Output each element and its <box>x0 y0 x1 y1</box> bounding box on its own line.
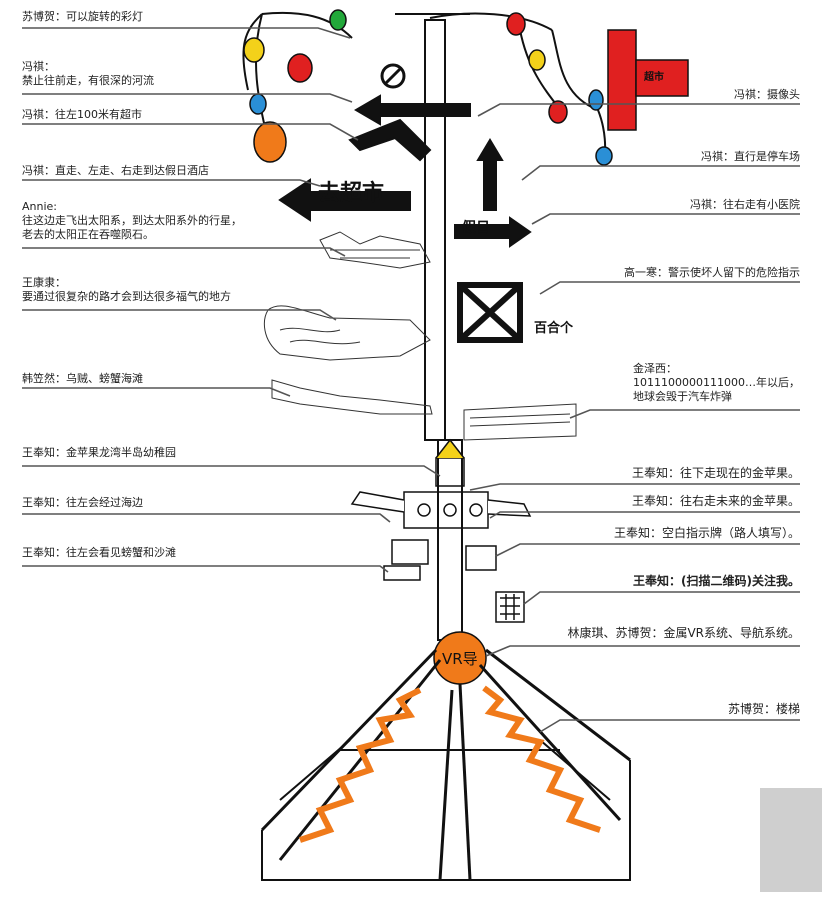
label-r6: 王奉知：往下走现在的金苹果。 <box>632 466 800 480</box>
hotel-sign-text: 假日 <box>462 219 490 236</box>
label-l9: 王奉知：往左会经过海边 <box>22 496 143 510</box>
label-r9: 王奉知：(扫描二维码)关注我。 <box>633 574 800 588</box>
staircase <box>260 648 631 881</box>
label-text: 王奉知：往左会看见螃蟹和沙滩 <box>22 546 176 559</box>
arrow-signs <box>278 63 532 343</box>
label-l7: 韩笠然：乌贼、螃蟹海滩 <box>22 372 143 386</box>
label-text: 林康琪、苏博贺：金属VR系统、导航系统。 <box>567 626 800 640</box>
label-text: 王奉知：往下走现在的金苹果。 <box>631 466 800 480</box>
small-right-text: 超市 <box>643 70 664 83</box>
label-l8: 王奉知：金苹果龙湾半岛幼稚园 <box>22 446 176 460</box>
small-letters-text: 百合个 <box>534 320 574 336</box>
label-l3: 冯祺：往左100米有超市 <box>22 108 142 122</box>
label-text: 冯祺：直行是停车场 <box>701 150 800 163</box>
orange-zigzags <box>299 685 601 843</box>
label-l6: 王康隶： 要通过很复杂的路才会到达很多福气的地方 <box>22 276 231 304</box>
label-r7: 王奉知：往右走未来的金苹果。 <box>632 494 800 508</box>
label-text: 苏博贺：可以旋转的彩灯 <box>22 10 143 23</box>
label-l5: Annie: 往这边走飞出太阳系，到达太阳系外的行星， 老去的太阳正在吞噬陨石。 <box>22 200 242 242</box>
label-l4: 冯祺：直走、左走、右走到达假日酒店 <box>22 164 209 178</box>
label-r4: 高一寒：警示使坏人留下的危险指示 <box>624 266 800 280</box>
label-text: 王奉知：往右走未来的金苹果。 <box>631 494 800 508</box>
label-text: 冯祺：直走、左走、右走到达假日酒店 <box>22 164 209 177</box>
label-text: 王奉知：往左会经过海边 <box>22 496 143 509</box>
label-l1: 苏博贺：可以旋转的彩灯 <box>22 10 143 24</box>
label-l2: 冯祺： 禁止往前走，有很深的河流 <box>22 60 154 88</box>
label-text: 王奉知：金苹果龙湾半岛幼稚园 <box>22 446 176 459</box>
label-text: 金泽西： 1011100000111000…年以后， 地球会毁于汽车炸弹 <box>633 362 800 403</box>
label-r3: 冯祺：往右走有小医院 <box>690 198 800 212</box>
figure <box>350 438 532 623</box>
label-text: 王奉知：(扫描二维码)关注我。 <box>633 574 800 588</box>
light-bulbs <box>243 9 613 166</box>
label-r2: 冯祺：直行是停车场 <box>701 150 800 164</box>
label-r10: 林康琪、苏博贺：金属VR系统、导航系统。 <box>567 626 800 640</box>
label-text: 冯祺： 禁止往前走，有很深的河流 <box>22 60 154 87</box>
label-r11: 苏博贺：楼梯 <box>728 702 800 716</box>
vr-ball-text: VR导 <box>442 650 478 668</box>
big-sign-text: 去超市 <box>318 180 384 206</box>
label-text: 冯祺：摄像头 <box>734 88 800 101</box>
label-text: 苏博贺：楼梯 <box>727 702 800 716</box>
label-text: 高一寒：警示使坏人留下的危险指示 <box>624 266 800 279</box>
label-text: 冯祺：往左100米有超市 <box>22 108 142 121</box>
label-r5: 金泽西： 1011100000111000…年以后， 地球会毁于汽车炸弹 <box>633 362 800 404</box>
label-text: 王康隶： 要通过很复杂的路才会到达很多福气的地方 <box>22 276 231 303</box>
label-text: 王奉知：空白指示牌（路人填写）。 <box>613 526 800 540</box>
label-l10: 王奉知：往左会看见螃蟹和沙滩 <box>22 546 176 560</box>
gray-box <box>760 788 822 892</box>
label-r1: 冯祺：摄像头 <box>734 88 800 102</box>
label-text: Annie: 往这边走飞出太阳系，到达太阳系外的行星， 老去的太阳正在吞噬陨石。 <box>22 200 242 241</box>
label-text: 冯祺：往右走有小医院 <box>690 198 800 211</box>
label-text: 韩笠然：乌贼、螃蟹海滩 <box>22 372 143 385</box>
vr-ball: VR导 <box>433 631 487 685</box>
label-r8: 王奉知：空白指示牌（路人填写）。 <box>614 526 800 540</box>
sign-letters: 去超市 假日 百合个 超市 <box>318 70 664 336</box>
sketch-areas <box>263 231 577 441</box>
